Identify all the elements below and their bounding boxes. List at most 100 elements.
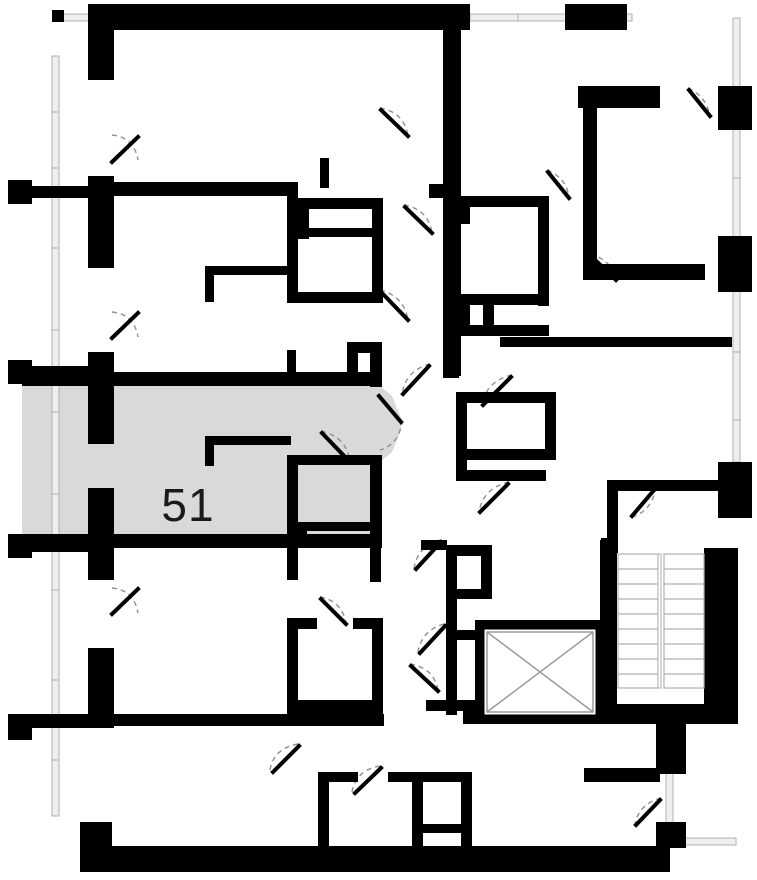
wall-l1-top-b [353,618,383,629]
door-leaves [109,87,713,828]
wall-right-horz [583,264,705,280]
wall-misc-1 [421,540,447,550]
pier-bottom-left [80,822,112,848]
wall-lobby-h2 [446,630,492,640]
door-arc-lower-2 [409,663,439,691]
wall-lobby-h1 [446,589,492,599]
wall-l1-bot-stub [298,700,308,718]
wall-u1-top-stub [320,158,329,188]
wall-51-below-stub [287,546,298,580]
door-arc-lower-3 [351,765,381,793]
wall-51-below-stub2 [370,546,381,582]
wall-c1-bot [459,294,549,305]
railing-right-upper [732,17,741,91]
wall-u1-bath-right [372,198,383,303]
elevator-cross-2 [486,631,594,713]
door-leaf-bottom-right [633,797,663,828]
wall-c1-right [538,196,549,306]
wall-51-east [370,455,382,547]
wall-l1-left [287,618,298,718]
beam-51-top [114,372,382,386]
pier-left-3 [88,352,114,444]
stairwell [617,553,705,689]
wall-u1-right [287,182,298,302]
wall-u1-closet-top [205,266,289,275]
wall-r2-mid [456,449,556,460]
stair-pier-bot [660,724,686,774]
door-leaf-center-1 [402,204,435,236]
wall-lobby-top [446,545,492,556]
door-leaf-left-2 [109,310,141,341]
wall-c1-left-stub [459,196,470,224]
door-leaf-hall-3 [477,481,511,515]
wall-51-bath-bot [287,522,382,531]
wall-51-ne-top [347,342,381,353]
door-arc-right-1 [546,169,570,199]
door-leaf-lower-6 [417,623,448,656]
railing-right-low-joints [733,351,740,421]
wall-r3-top [607,480,719,491]
wall-u1-closet-left [205,266,214,302]
beam-upper-left [112,182,290,196]
beam-51-bottom [114,534,382,548]
pier-top-center-right [408,4,470,30]
wall-c1-left2 [459,294,470,334]
beam-top-right-return [598,86,660,108]
railing-left [51,55,60,817]
wall-r1-top [578,86,602,108]
door-leaf-left-3 [109,586,141,617]
beam-left-4 [28,714,114,728]
door-arc-hall-3 [478,481,510,513]
unit-51-boundary [22,372,114,548]
wall-r2-bot [456,470,546,481]
pier-top-right [565,4,627,30]
pier-left-top-leg [88,4,114,80]
door-leaf-left-1 [109,134,141,165]
wall-51-ne-left [347,342,358,380]
pier-right-1 [718,86,752,130]
wall-lower-long-b [330,714,384,726]
stair-treads-right [663,553,705,689]
wall-51-closet-left [205,436,214,466]
door-arc-lower-1 [319,596,347,624]
door-arc-bottom-right [634,797,662,825]
wall-right-vert [583,104,597,276]
wall-b1-div1 [412,772,423,848]
wall-l1-top-a [287,618,317,629]
wall-l1-bot [287,700,383,710]
elevator-shaft [481,626,599,718]
wall-51-bath-bot-stub [298,522,307,536]
wall-b1-top-b [388,772,472,782]
jamb-left-top [52,10,64,22]
door-leaf-lower-4 [270,743,302,775]
unit51-edge-top-left [22,372,114,386]
stair-wall-right-thick [704,548,738,720]
pier-right-5 [656,822,686,848]
door-arc-center-1 [403,204,433,234]
door-arc-center-2 [379,289,409,321]
wall-b1-top-a [318,772,358,782]
wall-c1-top [459,196,549,207]
door-arc-unit51 [320,430,351,463]
door-leaf-top-center [378,107,411,139]
wall-r2-long-top [500,337,732,347]
wall-u1-bath-stub [298,209,309,239]
wall-51-bath-top [287,455,382,465]
spine-vertical [443,28,461,376]
unit-number-label: 51 [161,479,214,531]
wall-u1-bath-top [287,198,383,209]
wall-51-bath-left [287,455,298,547]
wall-r2-left [456,392,467,480]
door-leaf-center-2 [378,289,411,323]
wall-r3-left [607,480,618,556]
wall-lobby-h3 [446,700,492,711]
wall-r2-divider [545,392,556,460]
spine-branch-thick [429,184,461,198]
pier-right-2 [718,236,752,292]
door-arc-hall-1 [401,363,431,395]
door-arc-left-1 [111,134,139,161]
railing-right-low [732,289,741,463]
door-leaf-right-1 [545,169,572,201]
